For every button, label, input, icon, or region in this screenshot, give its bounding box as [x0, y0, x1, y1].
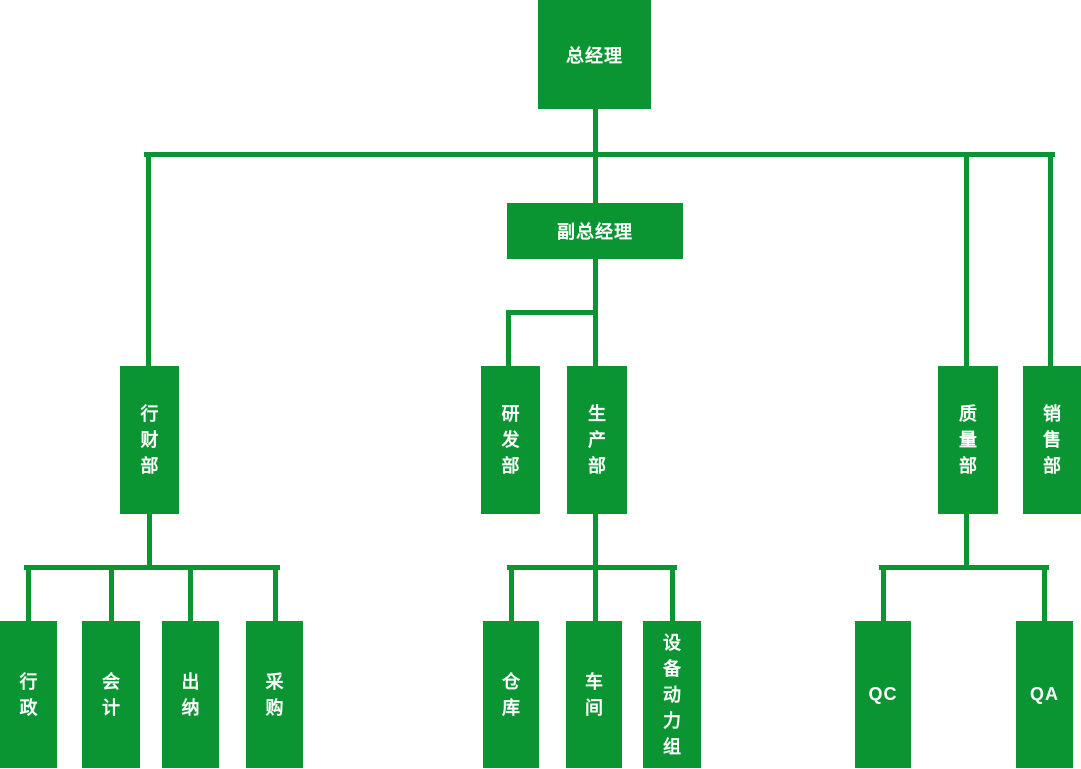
node-label: 车间	[585, 671, 603, 718]
node-quality-dept[interactable]: 质量部	[938, 366, 998, 514]
node-label: 设备动力组	[663, 632, 681, 757]
node-warehouse[interactable]: 仓库	[483, 621, 539, 768]
connector-line	[145, 154, 151, 366]
connector-line	[25, 567, 31, 621]
node-label: 销售部	[1043, 404, 1061, 476]
node-label: QA	[1030, 684, 1059, 704]
connector-line	[1047, 154, 1053, 366]
node-label: 副总经理	[557, 222, 633, 242]
connector-line	[108, 567, 114, 621]
node-workshop[interactable]: 车间	[566, 621, 622, 768]
connector-line	[505, 309, 598, 315]
node-label: 行财部	[140, 404, 159, 476]
node-general-manager[interactable]: 总经理	[538, 0, 651, 109]
connector-line	[187, 567, 193, 621]
connector-line	[880, 567, 886, 621]
node-sales-dept[interactable]: 销售部	[1023, 366, 1081, 514]
node-label: 行政	[19, 671, 38, 718]
node-label: 采购	[265, 671, 284, 718]
node-qc[interactable]: QC	[855, 621, 911, 768]
node-label: 仓库	[502, 671, 520, 718]
connector-line	[592, 567, 598, 621]
connector-line	[508, 567, 514, 621]
connector-line	[592, 312, 598, 366]
connector-line	[878, 564, 1049, 570]
node-label: 出纳	[181, 671, 200, 718]
connector-line	[592, 514, 598, 569]
node-label: 质量部	[959, 404, 977, 476]
node-cashier[interactable]: 出纳	[162, 621, 219, 768]
connector-line	[592, 259, 598, 314]
connector-line	[963, 154, 969, 366]
node-label: QC	[868, 684, 898, 704]
node-rnd-dept[interactable]: 研发部	[481, 366, 540, 514]
connector-line	[669, 567, 675, 621]
connector-line	[146, 514, 152, 569]
node-admin-finance-dept[interactable]: 行财部	[120, 366, 179, 514]
node-label: 会计	[102, 671, 120, 718]
node-production-dept[interactable]: 生产部	[567, 366, 627, 514]
connector-line	[592, 154, 598, 203]
connector-line	[23, 564, 280, 570]
node-label: 研发部	[501, 404, 520, 476]
node-label: 生产部	[588, 404, 606, 476]
connector-line	[963, 514, 969, 569]
connector-line	[506, 564, 677, 570]
node-equipment-power-group[interactable]: 设备动力组	[643, 621, 701, 768]
connector-line	[143, 151, 1055, 157]
node-label: 总经理	[566, 45, 623, 66]
connector-line	[272, 567, 278, 621]
node-accounting[interactable]: 会计	[82, 621, 140, 768]
node-qa[interactable]: QA	[1016, 621, 1073, 768]
connector-line	[505, 312, 511, 366]
connector-line	[1041, 567, 1047, 621]
node-purchasing[interactable]: 采购	[246, 621, 303, 768]
node-administration[interactable]: 行政	[0, 621, 57, 768]
node-deputy-general-manager[interactable]: 副总经理	[507, 203, 683, 259]
connector-line	[592, 109, 598, 155]
